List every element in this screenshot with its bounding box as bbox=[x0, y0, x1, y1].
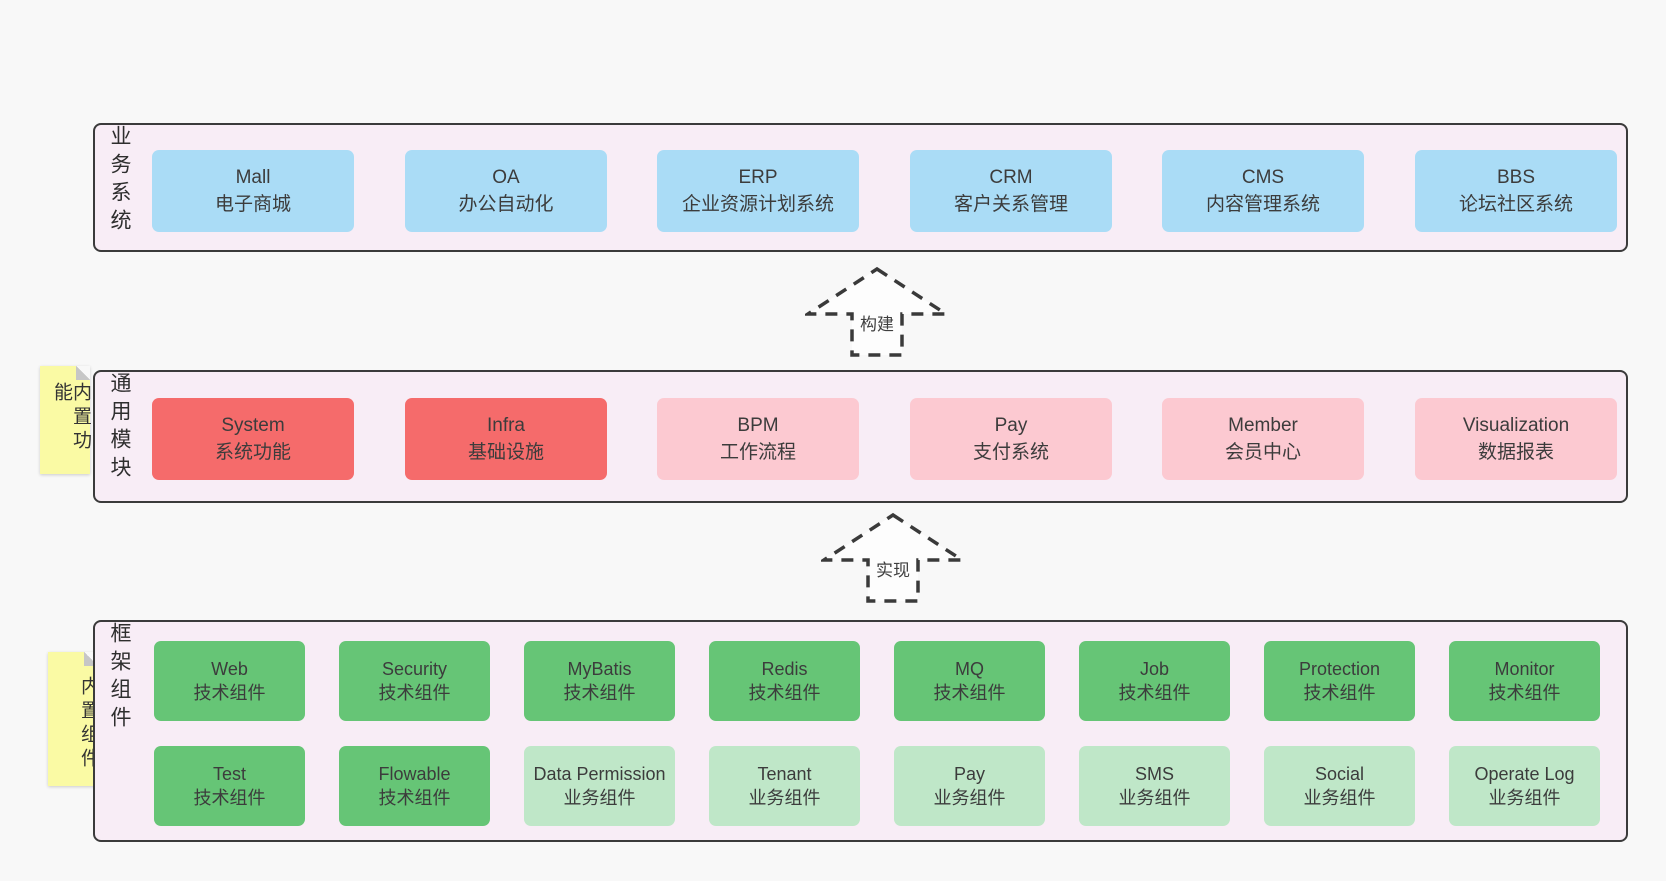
node-title: CRM bbox=[989, 167, 1033, 188]
node-mybatis: MyBatis 技术组件 bbox=[524, 641, 675, 721]
node-subtitle: 技术组件 bbox=[378, 683, 451, 703]
node-subtitle: 业务组件 bbox=[563, 788, 636, 808]
node-title: Security bbox=[381, 659, 448, 679]
node-cms: CMS 内容管理系统 bbox=[1162, 150, 1364, 232]
node-subtitle: 内容管理系统 bbox=[1205, 194, 1320, 215]
node-security: Security 技术组件 bbox=[339, 641, 490, 721]
node-subtitle: 业务组件 bbox=[1303, 788, 1376, 808]
node-title: Protection bbox=[1298, 659, 1381, 679]
node-title: Infra bbox=[486, 415, 526, 436]
folded-corner-icon bbox=[76, 366, 90, 380]
node-title: Operate Log bbox=[1474, 764, 1575, 784]
node-title: System bbox=[221, 415, 285, 436]
node-subtitle: 企业资源计划系统 bbox=[681, 194, 834, 215]
node-title: Data Permission bbox=[533, 764, 666, 784]
node-mq: MQ 技术组件 bbox=[894, 641, 1045, 721]
sticky-note-built-in-components: 内置组件 bbox=[48, 652, 99, 786]
sticky-note-built-in-features: 内置功能 bbox=[40, 366, 91, 474]
node-subtitle: 技术组件 bbox=[1118, 683, 1191, 703]
node-visualization: Visualization 数据报表 bbox=[1415, 398, 1617, 480]
node-subtitle: 业务组件 bbox=[1118, 788, 1191, 808]
node-subtitle: 技术组件 bbox=[193, 683, 266, 703]
node-title: Web bbox=[211, 659, 248, 679]
node-subtitle: 办公自动化 bbox=[458, 194, 554, 215]
node-job: Job 技术组件 bbox=[1079, 641, 1230, 721]
node-subtitle: 基础设施 bbox=[467, 442, 544, 463]
node-pay-biz: Pay 业务组件 bbox=[894, 746, 1045, 826]
node-subtitle: 技术组件 bbox=[933, 683, 1006, 703]
node-subtitle: 技术组件 bbox=[748, 683, 821, 703]
node-crm: CRM 客户关系管理 bbox=[910, 150, 1112, 232]
node-mall: Mall 电子商城 bbox=[152, 150, 354, 232]
node-title: OA bbox=[492, 167, 520, 188]
node-subtitle: 技术组件 bbox=[193, 788, 266, 808]
node-subtitle: 客户关系管理 bbox=[953, 194, 1068, 215]
framework-components-panel: 框架组件 Web 技术组件 Security 技术组件 MyBatis 技术组件… bbox=[93, 620, 1628, 842]
node-tenant: Tenant 业务组件 bbox=[709, 746, 860, 826]
node-subtitle: 电子商城 bbox=[214, 194, 291, 215]
node-operate-log: Operate Log 业务组件 bbox=[1449, 746, 1600, 826]
node-title: SMS bbox=[1134, 764, 1174, 784]
node-subtitle: 支付系统 bbox=[972, 442, 1049, 463]
node-member: Member 会员中心 bbox=[1162, 398, 1364, 480]
node-title: Redis bbox=[761, 659, 808, 679]
node-title: BBS bbox=[1496, 167, 1536, 188]
node-title: BPM bbox=[737, 415, 779, 436]
node-title: Tenant bbox=[757, 764, 812, 784]
node-subtitle: 工作流程 bbox=[719, 442, 796, 463]
common-modules-panel: 通用模块 System 系统功能 Infra 基础设施 BPM 工作流程 Pay… bbox=[93, 370, 1628, 503]
node-subtitle: 数据报表 bbox=[1477, 442, 1554, 463]
panel-side-label: 框架组件 bbox=[108, 622, 131, 734]
node-data-permission: Data Permission 业务组件 bbox=[524, 746, 675, 826]
node-sms: SMS 业务组件 bbox=[1079, 746, 1230, 826]
build-arrow: 构建 bbox=[805, 266, 949, 358]
node-title: Flowable bbox=[378, 764, 451, 784]
node-protection: Protection 技术组件 bbox=[1264, 641, 1415, 721]
node-subtitle: 业务组件 bbox=[1488, 788, 1561, 808]
node-web: Web 技术组件 bbox=[154, 641, 305, 721]
node-title: Pay bbox=[994, 415, 1028, 436]
node-title: MyBatis bbox=[567, 659, 632, 679]
node-title: Member bbox=[1228, 415, 1298, 436]
node-subtitle: 会员中心 bbox=[1224, 442, 1301, 463]
node-subtitle: 技术组件 bbox=[378, 788, 451, 808]
node-title: Test bbox=[212, 764, 246, 784]
node-subtitle: 系统功能 bbox=[214, 442, 291, 463]
node-title: Monitor bbox=[1494, 659, 1555, 679]
node-title: CMS bbox=[1241, 167, 1285, 188]
sticky-note-label: 内置组件 bbox=[78, 676, 99, 772]
node-subtitle: 技术组件 bbox=[563, 683, 636, 703]
node-title: MQ bbox=[955, 659, 984, 679]
panel-side-label: 通用模块 bbox=[108, 372, 131, 484]
node-pay: Pay 支付系统 bbox=[910, 398, 1112, 480]
business-systems-panel: 业务系统 Mall 电子商城 OA 办公自动化 ERP 企业资源计划系统 CRM… bbox=[93, 123, 1628, 252]
node-social: Social 业务组件 bbox=[1264, 746, 1415, 826]
node-system: System 系统功能 bbox=[152, 398, 354, 480]
node-test: Test 技术组件 bbox=[154, 746, 305, 826]
arrow-label: 实现 bbox=[873, 556, 913, 581]
node-bpm: BPM 工作流程 bbox=[657, 398, 859, 480]
arrow-label: 构建 bbox=[857, 310, 897, 335]
node-subtitle: 技术组件 bbox=[1488, 683, 1561, 703]
sticky-note-label: 内置功能 bbox=[51, 382, 91, 454]
panel-side-label: 业务系统 bbox=[108, 125, 131, 237]
node-title: Visualization bbox=[1462, 415, 1570, 436]
implement-arrow: 实现 bbox=[821, 512, 965, 604]
node-subtitle: 论坛社区系统 bbox=[1458, 194, 1573, 215]
node-bbs: BBS 论坛社区系统 bbox=[1415, 150, 1617, 232]
node-title: Pay bbox=[953, 764, 986, 784]
node-subtitle: 技术组件 bbox=[1303, 683, 1376, 703]
node-title: ERP bbox=[738, 167, 778, 188]
node-infra: Infra 基础设施 bbox=[405, 398, 607, 480]
node-subtitle: 业务组件 bbox=[748, 788, 821, 808]
node-monitor: Monitor 技术组件 bbox=[1449, 641, 1600, 721]
node-title: Job bbox=[1139, 659, 1170, 679]
node-subtitle: 业务组件 bbox=[933, 788, 1006, 808]
node-title: Mall bbox=[235, 167, 271, 188]
node-redis: Redis 技术组件 bbox=[709, 641, 860, 721]
node-erp: ERP 企业资源计划系统 bbox=[657, 150, 859, 232]
node-oa: OA 办公自动化 bbox=[405, 150, 607, 232]
node-title: Social bbox=[1314, 764, 1365, 784]
node-flowable: Flowable 技术组件 bbox=[339, 746, 490, 826]
